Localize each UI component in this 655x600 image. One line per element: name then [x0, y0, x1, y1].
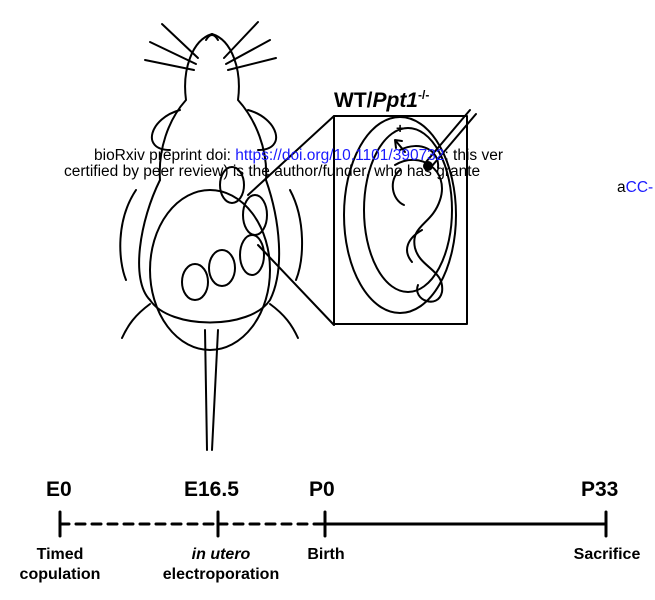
embryo-sac — [243, 195, 267, 235]
hind-paw-right — [270, 304, 298, 338]
preprint-line-2: certified by peer review) is the author/… — [64, 163, 480, 181]
embryo-sac — [182, 264, 208, 300]
event-label-timed-copulation: Timed copulation — [4, 545, 116, 585]
front-paw-left — [120, 190, 136, 280]
embryo-sac — [209, 250, 235, 286]
embryo-outline — [395, 160, 442, 302]
event-label-electroporation: in utero electroporation — [146, 545, 296, 585]
stage-label-P33: P33 — [581, 478, 618, 502]
doi-link[interactable]: https://doi.org/10.1101/390732 — [235, 147, 444, 164]
ear-left — [152, 110, 180, 150]
whiskers-left — [145, 24, 198, 70]
embryo-sac — [240, 235, 264, 275]
license-link[interactable]: CC- — [626, 179, 654, 196]
whiskers-right — [224, 22, 276, 70]
timeline — [60, 512, 606, 536]
hind-paw-left — [122, 304, 150, 338]
preprint-line-3: aCC- — [617, 179, 653, 197]
front-paw-right — [290, 190, 302, 280]
stage-label-E0: E0 — [46, 478, 72, 502]
mouse-body — [139, 180, 279, 323]
stage-label-P0: P0 — [309, 478, 335, 502]
embryo-inset — [334, 110, 476, 324]
injection-plus-mark: + — [396, 120, 404, 136]
mouse-tail — [205, 330, 218, 450]
mouse-illustration — [120, 22, 302, 450]
event-label-sacrifice: Sacrifice — [561, 545, 653, 565]
event-label-birth: Birth — [296, 545, 356, 565]
genotype-label: WT/Ppt1-/- — [334, 88, 429, 113]
stage-label-E16.5: E16.5 — [184, 478, 239, 502]
